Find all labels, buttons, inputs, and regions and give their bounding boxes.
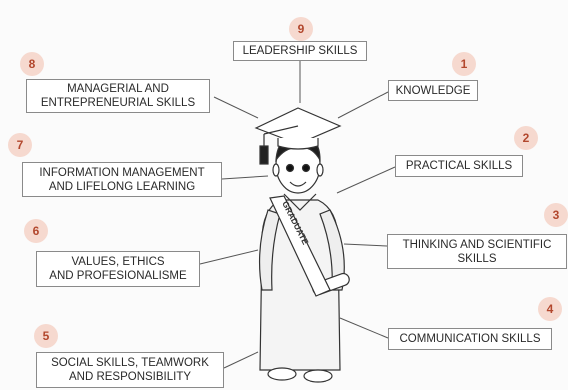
skill-box-knowledge: KNOWLEDGE	[388, 80, 478, 101]
badge-6: 6	[24, 219, 48, 243]
skill-label: VALUES, ETHICS	[71, 256, 165, 268]
connector-thinking	[343, 243, 388, 247]
skill-label: THINKING AND SCIENTIFIC	[402, 238, 552, 251]
skill-box-information: INFORMATION MANAGEMENT AND LIFELONG LEAR…	[22, 162, 222, 197]
skill-label: PRACTICAL SKILLS	[405, 160, 513, 172]
skill-label: LEADERSHIP SKILLS	[242, 45, 358, 57]
right-sleeve	[319, 209, 345, 291]
skill-label: MANAGERIAL AND	[67, 83, 169, 95]
badge-7: 7	[8, 133, 32, 157]
skill-label: KNOWLEDGE	[395, 84, 471, 97]
badge-1: 1	[452, 52, 476, 76]
skill-box-values: VALUES, ETHICS AND PROFESIONALISME	[36, 251, 200, 287]
sash-shape	[269, 195, 331, 297]
skill-label: COMMUNICATION SKILLS	[399, 333, 541, 345]
connector-social	[223, 351, 259, 369]
connector-practical	[336, 166, 396, 194]
left-sleeve	[258, 209, 281, 291]
badge-3: 3	[544, 203, 568, 227]
badge-9: 9	[289, 17, 313, 41]
badge-8: 8	[20, 52, 44, 76]
skill-label: SKILLS	[457, 252, 497, 265]
connector-managerial	[213, 96, 259, 119]
badge-4: 4	[538, 297, 562, 321]
skill-box-thinking: THINKING AND SCIENTIFIC SKILLS	[387, 234, 567, 269]
skill-label: AND PROFESIONALISME	[49, 270, 187, 282]
skill-label: ENTREPRENEURIAL SKILLS	[40, 97, 196, 109]
badge-5: 5	[34, 324, 58, 348]
skill-box-practical: PRACTICAL SKILLS	[395, 155, 523, 177]
skill-label: AND LIFELONG LEARNING	[48, 180, 196, 193]
skill-box-managerial: MANAGERIAL AND ENTREPRENEURIAL SKILLS	[26, 79, 210, 113]
tassel-shape	[259, 145, 269, 165]
skill-box-communication: COMMUNICATION SKILLS	[388, 328, 552, 350]
skill-label: AND RESPONSIBILITY	[68, 371, 192, 383]
skill-label: INFORMATION MANAGEMENT	[39, 166, 205, 179]
skill-box-social: SOCIAL SKILLS, TEAMWORK AND RESPONSIBILI…	[36, 352, 224, 388]
connector-values	[199, 249, 259, 265]
connector-information	[221, 175, 269, 180]
connector-knowledge	[337, 91, 389, 119]
skill-box-leadership: LEADERSHIP SKILLS	[233, 41, 367, 61]
skill-label: SOCIAL SKILLS, TEAMWORK	[51, 357, 209, 369]
badge-2: 2	[514, 126, 538, 150]
connector-communication	[339, 317, 389, 339]
